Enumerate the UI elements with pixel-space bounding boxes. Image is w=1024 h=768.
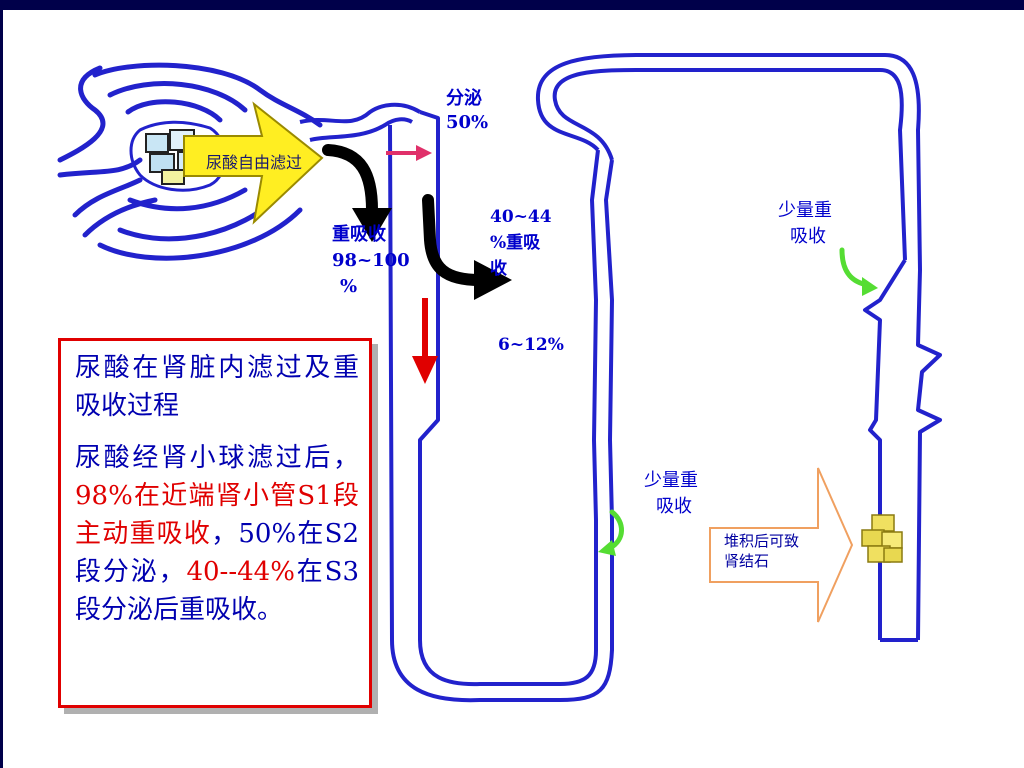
filtration-label: 尿酸自由滤过 [205,153,302,172]
percent-6-12-label: 6~12% [498,335,564,355]
reabsorption-s1-label-line3: % [340,276,358,297]
slide-left-border [0,10,3,768]
explanation-part3: 在S3段分泌后重吸收。 [75,557,359,625]
explanation-body: 尿酸经肾小球滤过后， 98%在近端肾小管S1段主动重吸收，50%在S2段分泌，40… [75,439,359,629]
minor-reabsorption-lower-line1: 少量重 [644,470,698,491]
explanation-highlight-s3: 40--44% [186,557,295,587]
reabsorption-arrowhead-icon [352,208,392,242]
reabsorption-s3-label-line2: %重吸 [490,233,541,253]
distal-tubule [535,53,922,271]
reabsorption-s3-label-line1: 40~44 [490,207,552,227]
loop-of-henle [388,110,614,703]
reabsorption-arrow-icon [322,144,378,216]
secretion-label-line1: 分泌 [446,88,482,109]
proximal-tubule [299,102,422,142]
kidney-stone-icon [861,514,903,563]
reabsorption-arrowhead-icon-s3 [474,260,512,300]
glomerulus [57,62,323,261]
reabsorption-arrow-icon-s3 [422,194,486,286]
stone-formation-arrow-icon [709,467,854,623]
secretion-arrowhead-icon [416,145,432,161]
reabsorption-s3-label-line3: 收 [490,259,507,279]
explanation-textbox: 尿酸在肾脏内滤过及重吸收过程 尿酸经肾小球滤过后， 98%在近端肾小管S1段主动重… [58,338,372,708]
collecting-duct [863,258,942,642]
green-reabsorb-arrowhead-icon-lower [598,540,616,556]
kidney-stone-label-line2: 肾结石 [724,552,770,570]
minor-reabsorption-upper-line1: 少量重 [778,200,832,221]
explanation-highlight-s1: 98%在近端肾小管S1段主动重吸收 [75,481,359,549]
kidney-stone-label-line1: 堆积后可致 [724,532,800,550]
explanation-heading: 尿酸在肾脏内滤过及重吸收过程 [75,353,359,421]
reabsorption-s1-label-line1: 重吸收 [332,224,386,245]
reabsorption-s1-label-line2: 98~100 [332,250,410,271]
minor-reabsorption-upper-line2: 吸收 [790,226,826,247]
explanation-part2: ，50%在S2段分泌， [75,519,359,587]
kidney-stone-label: 堆积后可致 肾结石 [724,531,836,571]
green-reabsorb-arrowhead-icon-upper [862,277,878,296]
filtration-arrow-icon [183,101,324,225]
minor-reabsorption-lower-line2: 吸收 [656,496,692,517]
secretion-label-line2: 50% [446,112,489,133]
downflow-arrowhead-icon [412,356,438,384]
slide-top-band [0,0,1024,10]
explanation-part1: 尿酸经肾小球滤过后， [75,443,359,473]
